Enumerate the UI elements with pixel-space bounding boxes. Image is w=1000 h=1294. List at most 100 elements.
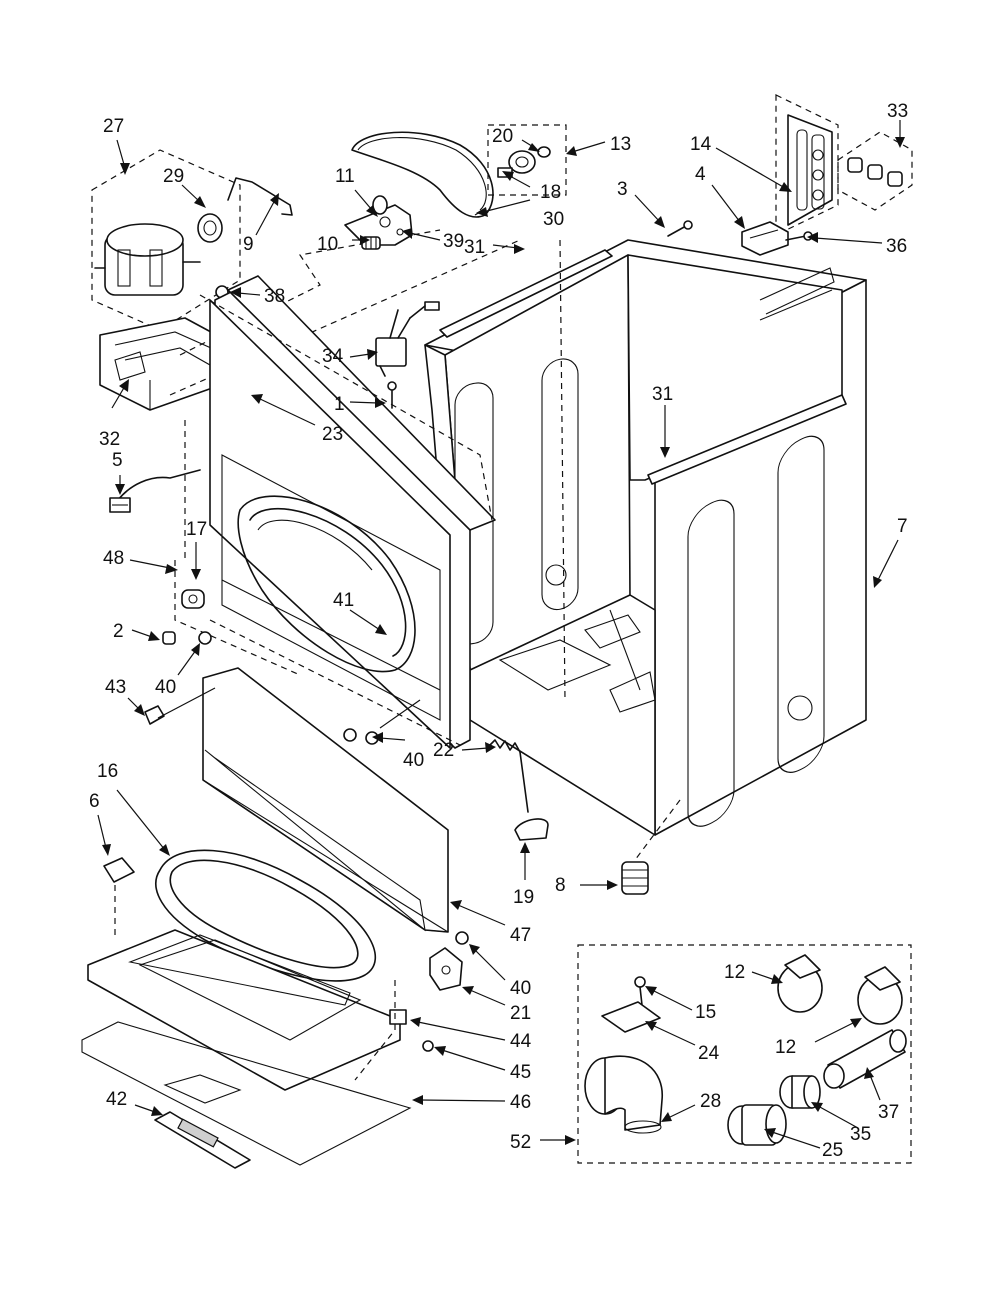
- elbow: [584, 1055, 663, 1134]
- screw-3: [667, 220, 693, 237]
- lower-dashed-guide: [209, 619, 461, 746]
- callout-29: 29: [163, 166, 184, 187]
- clamp-plate: [601, 1001, 661, 1033]
- screw-40-left: [198, 631, 212, 645]
- callout-1: 1: [334, 394, 345, 415]
- screw-45: [422, 1040, 434, 1052]
- drum-glide: [103, 857, 135, 883]
- callout-14: 14: [690, 134, 712, 155]
- callout-17: 17: [186, 519, 207, 540]
- callout-7: 7: [897, 516, 908, 537]
- callout-18: 18: [540, 182, 561, 203]
- callout-52: 52: [510, 1132, 531, 1153]
- motor-group-dashed-outline: [91, 149, 241, 331]
- top-rail-strip: [439, 249, 613, 338]
- screw-2: [162, 631, 176, 645]
- motor-switch: [197, 213, 223, 243]
- callout-32: 32: [99, 429, 120, 450]
- callout-43: 43: [105, 677, 126, 698]
- callout-45: 45: [510, 1062, 531, 1083]
- callout-30: 30: [543, 209, 564, 230]
- callout-11: 11: [335, 166, 355, 187]
- callout-21: 21: [510, 1003, 531, 1024]
- callout-2: 2: [113, 621, 124, 642]
- callout-8: 8: [555, 875, 566, 896]
- callout-28: 28: [700, 1091, 721, 1112]
- callout-36: 36: [886, 236, 907, 257]
- wire-harness: [109, 469, 201, 513]
- callout-13: 13: [610, 134, 631, 155]
- callout-6: 6: [89, 791, 100, 812]
- duct-coupler: [779, 1075, 821, 1109]
- callout-labels: 27 29 9 38 11 10 39 30 20 18 13 3 14 4 3…: [89, 101, 908, 1161]
- callout-9: 9: [243, 234, 254, 255]
- callout-20: 20: [492, 126, 513, 147]
- cabinet: [424, 239, 867, 836]
- leveling-leg-dashed-guide: [634, 799, 681, 861]
- callout-34: 34: [322, 346, 344, 367]
- callout-39: 39: [443, 231, 464, 252]
- callout-35: 35: [850, 1124, 871, 1145]
- access-cover: [154, 1111, 251, 1169]
- front-panel-dashed-guide: [199, 294, 493, 521]
- side-rail-strip: [647, 394, 847, 485]
- idler-parts-dashed-box: [487, 124, 567, 196]
- callout-15: 15: [695, 1002, 716, 1023]
- door-seal: [249, 507, 407, 657]
- vent-hood-b: [857, 966, 903, 1025]
- spring-clip: [514, 818, 549, 841]
- callout-40-lower: 40: [510, 978, 531, 999]
- door-latch-dashed-outline: [174, 560, 301, 676]
- callout-27: 27: [103, 116, 124, 137]
- duct-collar: [727, 1104, 787, 1146]
- callout-42: 42: [106, 1089, 127, 1110]
- screw-36: [785, 231, 813, 241]
- callout-3: 3: [617, 179, 628, 200]
- callout-47: 47: [510, 925, 531, 946]
- vent-hood-a: [777, 954, 823, 1013]
- callout-31-top: 31: [464, 237, 485, 258]
- callout-5: 5: [112, 450, 123, 471]
- callout-10: 10: [317, 234, 338, 255]
- pulley-wheel: [508, 150, 536, 174]
- thermostat-group-dashed-outline: [837, 131, 913, 211]
- callout-22: 22: [433, 740, 454, 761]
- bottom-cover: [81, 1021, 412, 1166]
- motor-assembly-group: [91, 149, 293, 331]
- thermostat-group: [837, 131, 913, 211]
- callout-37: 37: [878, 1102, 899, 1123]
- front-panel: [209, 279, 471, 749]
- retainer-washer: [537, 146, 551, 158]
- base-latch: [389, 1009, 407, 1025]
- drive-motor: [94, 223, 201, 296]
- callout-48: 48: [103, 548, 124, 569]
- callout-44: 44: [510, 1031, 532, 1052]
- callout-40-left: 40: [155, 677, 176, 698]
- leader-lines: [97, 120, 905, 1149]
- door-spring: [489, 739, 529, 813]
- drum-seal: [155, 849, 376, 982]
- panel-clip: [144, 705, 165, 725]
- exhaust-kit-group: [577, 944, 912, 1164]
- leveling-leg: [621, 861, 649, 895]
- toe-panel: [202, 667, 449, 933]
- callout-16: 16: [97, 761, 118, 782]
- callout-23: 23: [322, 424, 343, 445]
- thermostat-panel-dashed-outline: [775, 94, 839, 236]
- callout-4: 4: [695, 164, 706, 185]
- thermal-fuse: [741, 221, 789, 256]
- callout-40-mid: 40: [403, 750, 424, 771]
- bracket-to-cabinet-dashed-line: [169, 239, 521, 396]
- motor-clip: [227, 177, 293, 216]
- callout-19: 19: [513, 887, 534, 908]
- screw-15: [634, 976, 646, 1006]
- screw-40-right-a: [343, 728, 357, 742]
- base-plate: [87, 929, 401, 1091]
- screw-40-lower: [455, 931, 469, 945]
- duct-tube: [823, 1029, 907, 1089]
- callout-33: 33: [887, 101, 908, 122]
- idler-parts-group: [487, 124, 567, 196]
- callout-12-top: 12: [724, 962, 745, 983]
- callout-41: 41: [333, 590, 354, 611]
